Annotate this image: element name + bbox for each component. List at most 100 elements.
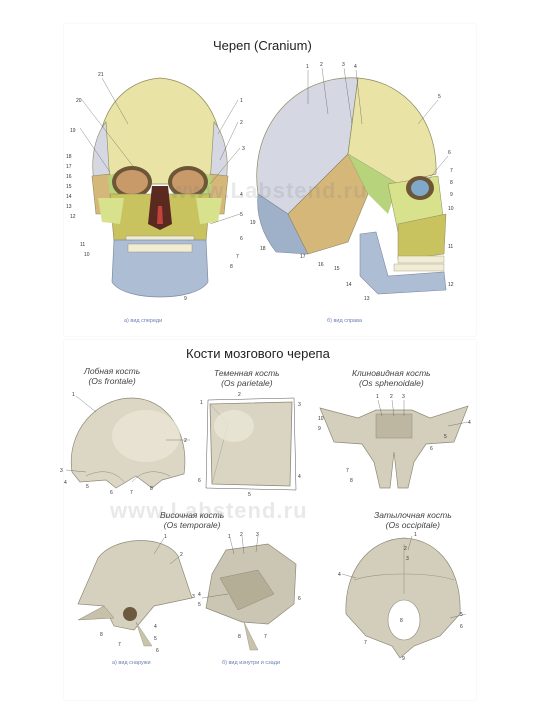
sphenoid-label: 3 xyxy=(402,394,405,400)
side-skull-label: 3 xyxy=(342,62,345,68)
occipital-label: 6 xyxy=(460,624,463,630)
side-skull-label: 12 xyxy=(448,282,454,288)
frontal-label: 7 xyxy=(130,490,133,496)
side-skull-label: 8 xyxy=(450,180,453,186)
front-skull-label: 13 xyxy=(66,204,72,210)
front-skull-label: 11 xyxy=(80,242,85,248)
temporal-outer-label: 3 xyxy=(192,594,195,600)
temporal-outer-caption: а) вид снаружи xyxy=(112,660,151,666)
front-skull-label: 7 xyxy=(236,254,239,260)
sphenoid-label: 4 xyxy=(468,420,471,426)
occipital-label: 9 xyxy=(402,656,405,662)
front-skull-label: 18 xyxy=(66,154,72,160)
side-skull-label: 15 xyxy=(334,266,340,272)
front-skull-label: 2 xyxy=(240,120,243,126)
side-skull-label: 14 xyxy=(346,282,352,288)
temporal-bone-inner-illustration: 1 2 3 4 5 6 7 8 xyxy=(198,532,301,651)
side-skull-label: 5 xyxy=(438,94,441,100)
frontal-label: 8 xyxy=(150,486,153,492)
frontal-label: 3 xyxy=(60,468,63,474)
sphenoid-bone-caption: Клиновидная кость (Os sphenoidale) xyxy=(352,368,431,388)
occipital-label: 3 xyxy=(406,556,409,562)
temporal-outer-label: 4 xyxy=(154,624,157,630)
side-skull-label: 18 xyxy=(260,246,266,252)
front-view-caption: а) вид спереди xyxy=(124,318,163,324)
cranium-title: Череп (Cranium) xyxy=(213,38,312,53)
occipital-bone-illustration: 1 2 3 4 5 6 7 8 9 xyxy=(338,532,467,662)
temporal-bone-caption: Височная кость (Os temporale) xyxy=(160,510,225,530)
temporal-outer-label: 1 xyxy=(164,534,167,540)
occipital-label: 7 xyxy=(364,640,367,646)
temporal-inner-label: 8 xyxy=(238,634,241,640)
temporal-outer-label: 8 xyxy=(100,632,103,638)
front-skull-label: 12 xyxy=(70,214,76,220)
temporal-outer-label: 2 xyxy=(180,552,183,558)
side-skull-label: 17 xyxy=(300,254,306,260)
sphenoid-label: 10 xyxy=(318,416,324,422)
side-skull-label: 6 xyxy=(448,150,451,156)
front-skull-label: 14 xyxy=(66,194,72,200)
frontal-label: 4 xyxy=(64,480,67,486)
sphenoid-bone-illustration: 1 2 3 4 5 6 7 8 9 10 xyxy=(318,394,471,489)
watermark: www.Labstend.ru xyxy=(170,178,368,203)
sphenoid-label: 6 xyxy=(430,446,433,452)
front-skull-label: 16 xyxy=(66,174,72,180)
frontal-bone-illustration: 1 2 3 4 5 6 7 8 xyxy=(60,392,190,496)
frontal-label: 1 xyxy=(72,392,75,398)
side-skull-label: 11 xyxy=(448,244,453,250)
side-skull-label: 9 xyxy=(450,192,453,198)
sphenoid-label: 7 xyxy=(346,468,349,474)
sphenoid-label: 5 xyxy=(444,434,447,440)
side-view-caption: б) вид справа xyxy=(327,318,363,324)
watermark: www.Labstend.ru xyxy=(110,498,308,523)
parietal-bone-caption: Теменная кость (Os parietale) xyxy=(214,368,280,388)
parietal-label: 5 xyxy=(248,492,251,498)
temporal-inner-caption: б) вид изнутри и сзади xyxy=(222,660,281,666)
temporal-outer-label: 6 xyxy=(156,648,159,654)
sphenoid-label: 1 xyxy=(376,394,379,400)
front-skull-label: 1 xyxy=(240,98,243,104)
sphenoid-label: 9 xyxy=(318,426,321,432)
occipital-label: 2 xyxy=(404,546,407,552)
side-skull-label: 10 xyxy=(448,206,454,212)
side-skull-label: 2 xyxy=(320,62,323,68)
front-skull-label: 15 xyxy=(66,184,72,190)
front-skull-label: 21 xyxy=(98,72,104,78)
parietal-label: 6 xyxy=(198,478,201,484)
temporal-outer-label: 7 xyxy=(118,642,121,648)
temporal-inner-label: 3 xyxy=(256,532,259,538)
temporal-inner-label: 4 xyxy=(198,592,201,598)
parietal-label: 4 xyxy=(298,474,301,480)
front-skull-label: 4 xyxy=(240,192,243,198)
temporal-inner-label: 6 xyxy=(298,596,301,602)
side-skull-label: 1 xyxy=(306,64,309,70)
sphenoid-label: 2 xyxy=(390,394,393,400)
cranial-bones-title: Кости мозгового черепа xyxy=(186,346,330,361)
temporal-outer-label: 5 xyxy=(154,636,157,642)
occipital-label: 4 xyxy=(338,572,341,578)
front-skull-label: 19 xyxy=(70,128,76,134)
front-skull-label: 9 xyxy=(184,296,187,302)
frontal-label: 2 xyxy=(184,438,187,444)
frontal-label: 5 xyxy=(86,484,89,490)
frontal-bone-caption: Лобная кость (Os frontale) xyxy=(84,366,141,386)
frontal-label: 6 xyxy=(110,490,113,496)
side-skull-label: 19 xyxy=(250,220,256,226)
front-skull-label: 5 xyxy=(240,212,243,218)
side-skull-label: 7 xyxy=(450,168,453,174)
front-skull-label: 6 xyxy=(240,236,243,242)
front-skull-illustration: 21 20 19 18 17 16 15 14 13 12 11 10 1 2 … xyxy=(66,72,245,302)
parietal-label: 2 xyxy=(238,392,241,398)
temporal-bone-outer-illustration: 1 2 3 4 5 6 7 8 xyxy=(77,534,195,654)
front-skull-label: 8 xyxy=(230,264,233,270)
side-skull-label: 16 xyxy=(318,262,324,268)
front-skull-label: 17 xyxy=(66,164,72,170)
occipital-label: 8 xyxy=(400,618,403,624)
temporal-inner-label: 5 xyxy=(198,602,201,608)
front-skull-label: 3 xyxy=(242,146,245,152)
front-skull-label: 20 xyxy=(76,98,82,104)
occipital-bone-caption: Затылочная кость (Os occipitale) xyxy=(374,510,452,530)
occipital-label: 1 xyxy=(414,532,417,538)
sphenoid-label: 8 xyxy=(350,478,353,484)
temporal-inner-label: 2 xyxy=(240,532,243,538)
